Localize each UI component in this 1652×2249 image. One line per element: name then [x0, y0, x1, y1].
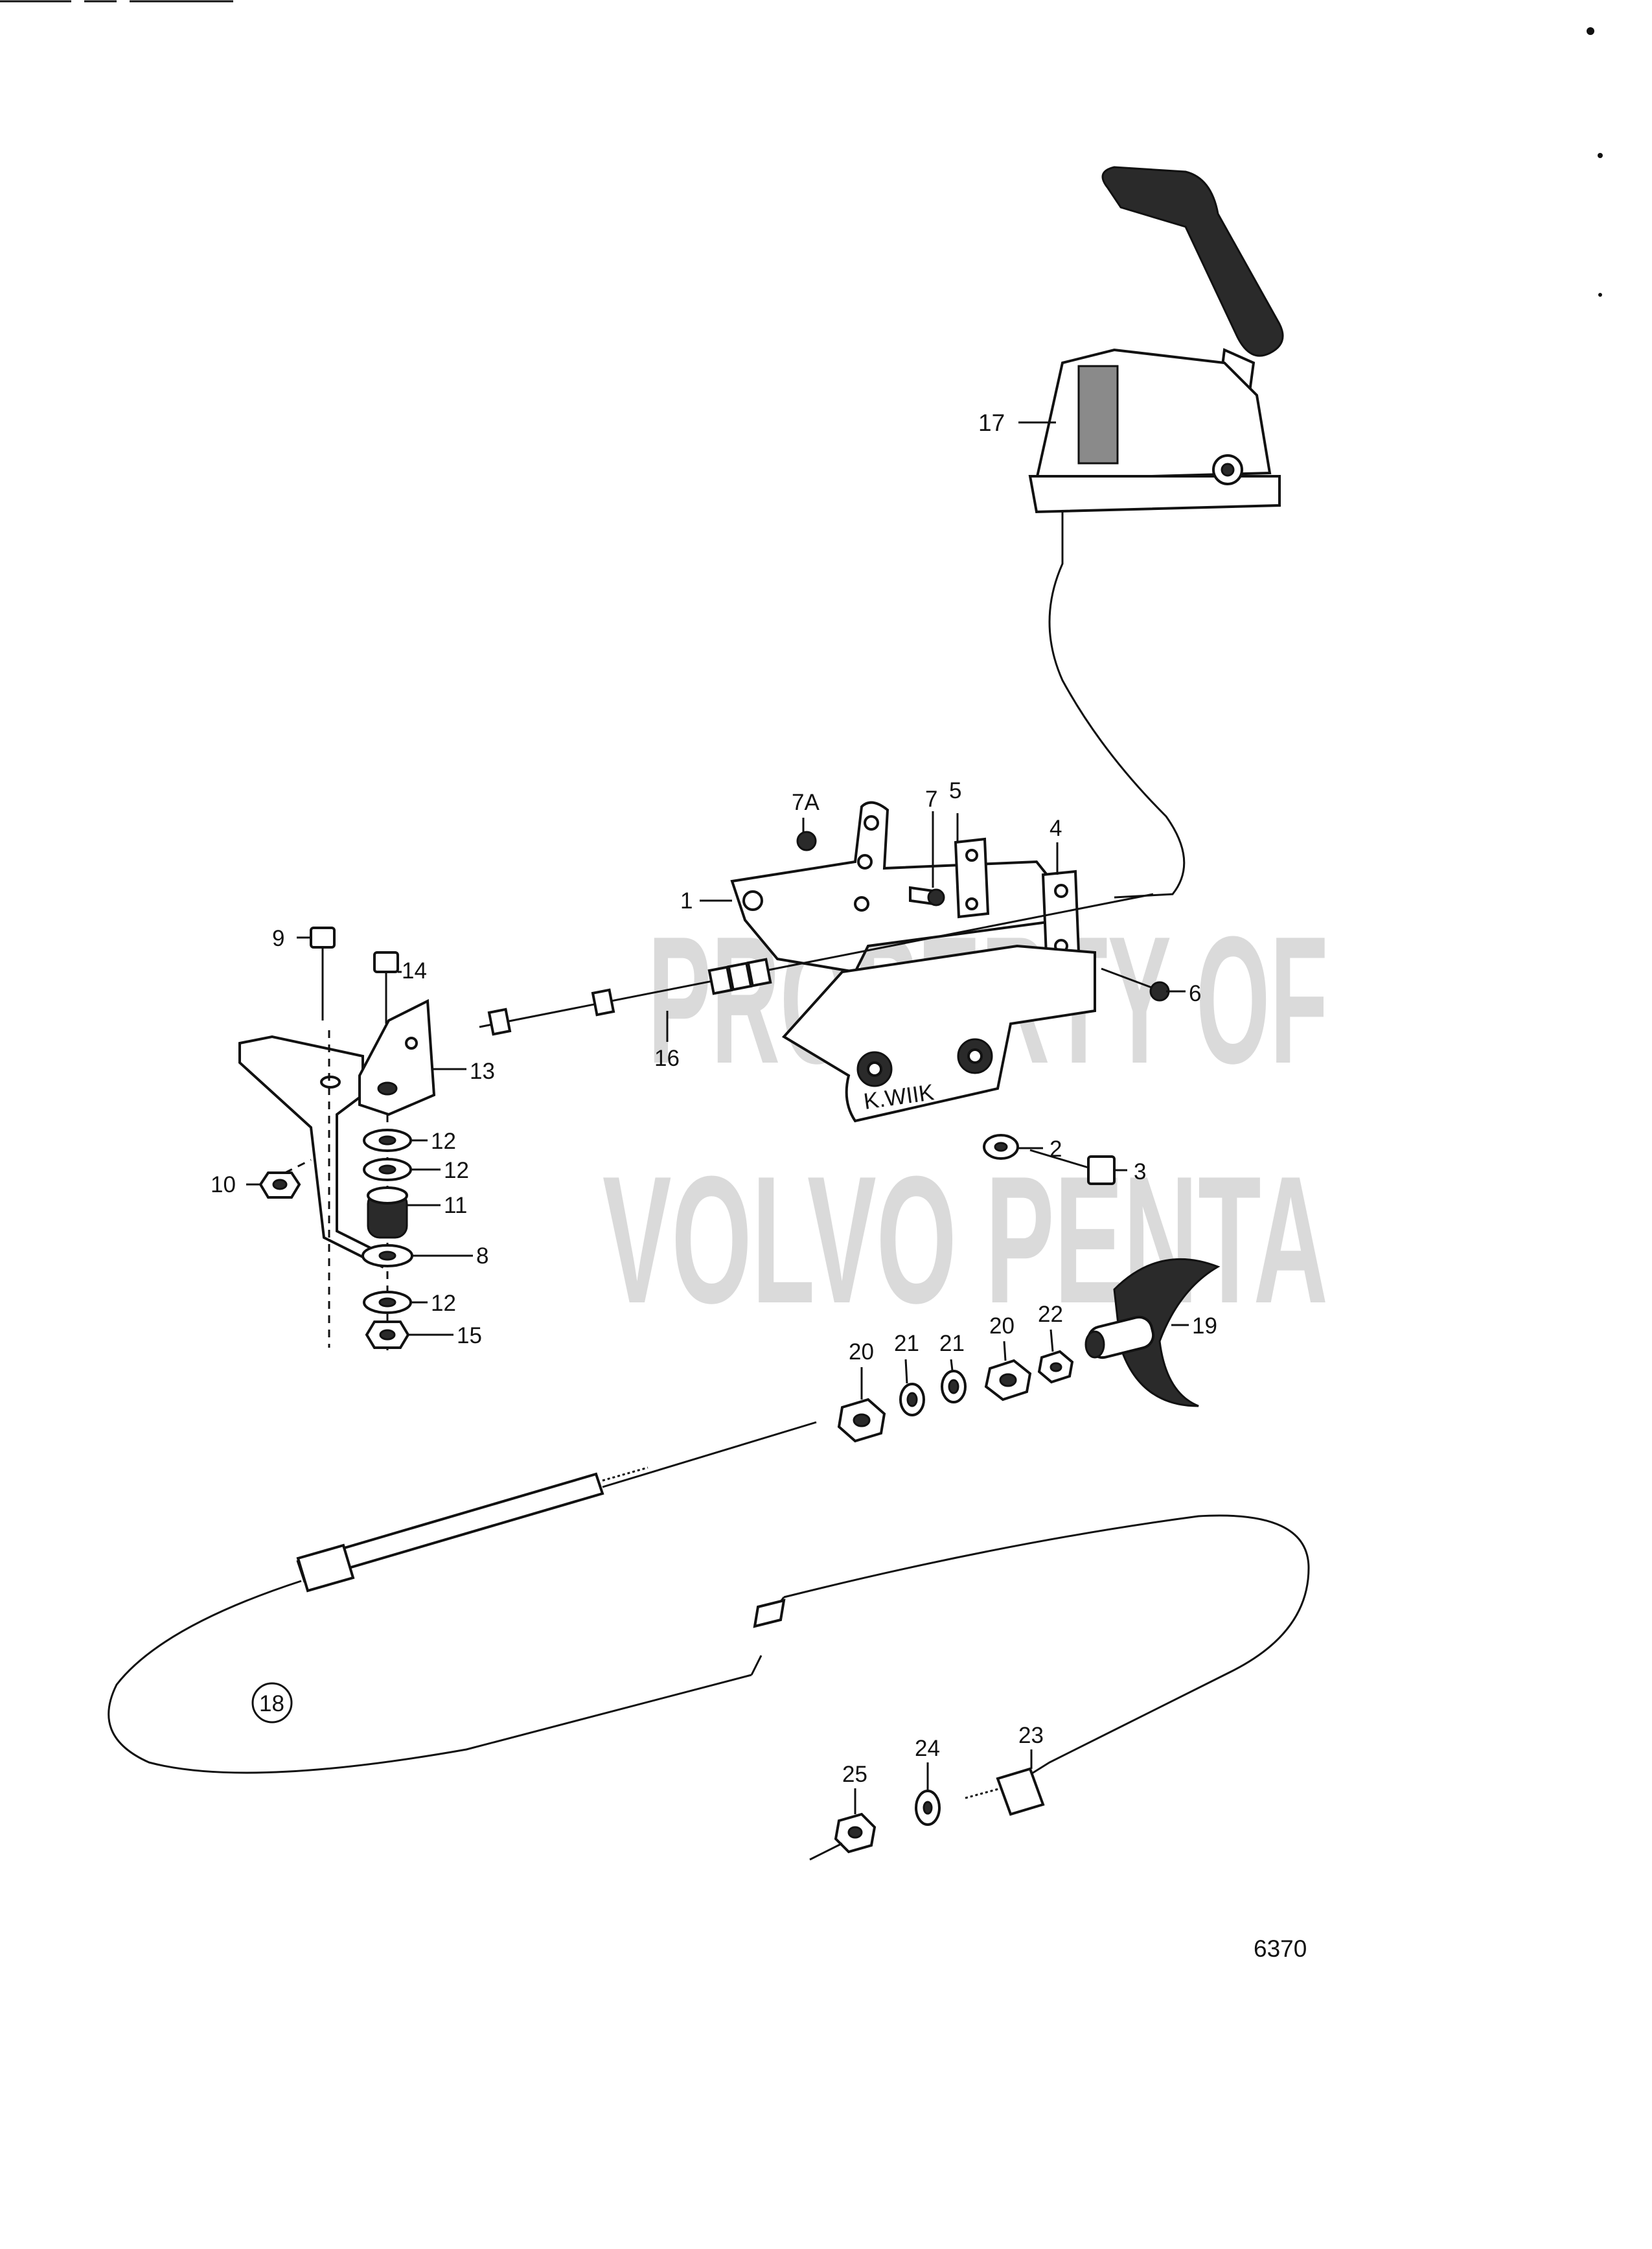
callout-21-b: 21 [939, 1331, 965, 1356]
bracket-part-8 [238, 998, 436, 1269]
callout-8: 8 [476, 1243, 488, 1269]
callout-12-b: 12 [444, 1158, 469, 1183]
callout-5: 5 [949, 778, 961, 803]
bolt-part-9 [310, 927, 336, 1021]
fastener-row [837, 1350, 1074, 1443]
callout-12-a: 12 [431, 1129, 456, 1154]
callout-7a: 7A [792, 790, 820, 815]
callout-23: 23 [1018, 1723, 1044, 1748]
callout-3: 3 [1134, 1159, 1146, 1184]
callout-12-c: 12 [431, 1291, 456, 1316]
callout-9: 9 [272, 926, 284, 951]
mounting-plate: K.WIIK [781, 944, 1096, 1123]
callout-16: 16 [654, 1046, 680, 1071]
callout-19: 19 [1192, 1313, 1217, 1339]
leader-lines [246, 421, 1189, 1814]
callout-18: 18 [259, 1691, 284, 1716]
callout-11: 11 [444, 1193, 467, 1218]
callouts: 17 7A 7 5 4 1 9 14 6 16 13 2 12 12 3 10 … [211, 409, 1307, 1962]
screw-part-3 [1029, 1149, 1116, 1185]
callout-25: 25 [842, 1762, 867, 1787]
bracket-assembly-part-1 [730, 801, 1064, 974]
washer-stack [361, 1129, 413, 1349]
callout-2: 2 [1050, 1136, 1062, 1162]
bolt-part-14 [373, 951, 399, 1024]
callout-13: 13 [470, 1059, 495, 1084]
cable-end-fittings [809, 1767, 1045, 1861]
watermark-line-2: VOLVO PENTA [602, 1139, 1328, 1341]
rod-part-16 [479, 893, 1154, 1036]
washer-part-2 [983, 1134, 1019, 1160]
callout-7: 7 [925, 787, 937, 812]
cable-part-18 [108, 1421, 1310, 1780]
callout-1: 1 [680, 888, 693, 914]
callout-20-a: 20 [849, 1339, 874, 1365]
callout-20-b: 20 [989, 1313, 1015, 1339]
control-box-part-17 [1028, 166, 1284, 514]
callout-15: 15 [457, 1323, 482, 1348]
callout-10: 10 [211, 1172, 236, 1197]
callout-22: 22 [1038, 1302, 1063, 1327]
callout-4: 4 [1050, 816, 1062, 841]
callout-6: 6 [1189, 981, 1201, 1006]
watermark: PROPERTY OF VOLVO PENTA [602, 899, 1328, 1341]
callout-17: 17 [978, 409, 1005, 436]
callout-21-a: 21 [894, 1331, 919, 1356]
callout-14: 14 [402, 958, 427, 984]
callout-24: 24 [915, 1736, 940, 1761]
figure-number: 6370 [1254, 1935, 1307, 1962]
t-handle-part-19 [1084, 1258, 1221, 1407]
nut-part-10 [258, 1171, 301, 1199]
cable-clamp-part-4 [1041, 870, 1081, 958]
